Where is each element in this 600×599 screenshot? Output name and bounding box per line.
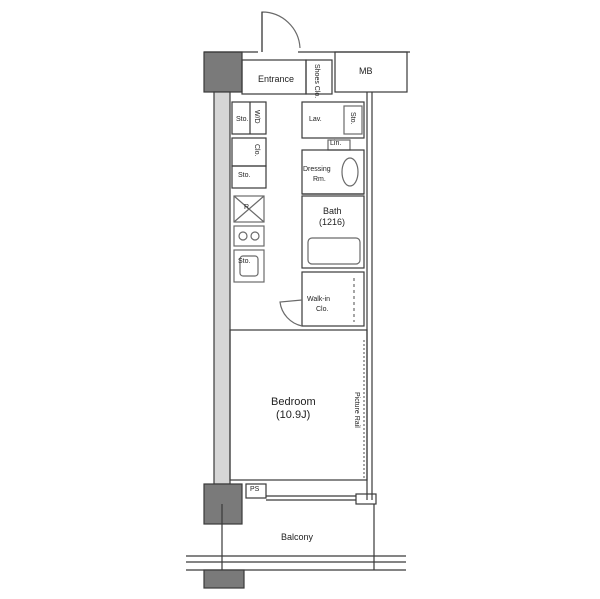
- label-r: R: [244, 204, 250, 211]
- shoes-clo-box: [305, 59, 333, 95]
- label-ps: PS: [250, 486, 260, 493]
- bedroom-zone: [229, 329, 368, 481]
- ps-box: [245, 483, 267, 499]
- label-mb: MB: [359, 66, 373, 76]
- lav-zone: [301, 101, 365, 139]
- burner-2: [250, 231, 260, 241]
- label-lav-sto: Sto.: [349, 112, 357, 125]
- sto-box: [231, 165, 267, 189]
- entry-door-swing: [261, 11, 301, 52]
- fridge-box: [233, 195, 265, 223]
- label-picture-rail: Picture Rail: [353, 392, 361, 428]
- label-dressing-2: Rm.: [313, 176, 326, 183]
- left-wall: [213, 91, 231, 485]
- clo-box: [231, 137, 267, 167]
- sto-wd-box: [231, 101, 267, 135]
- bottom-right-post: [355, 493, 377, 505]
- label-dressing-1: Dressing: [303, 166, 331, 173]
- label-kitchen-sto: Sto.: [238, 258, 251, 265]
- label-balcony: Balcony: [281, 532, 314, 542]
- label-entrance: Entrance: [258, 74, 295, 84]
- toilet-fixture: [341, 157, 359, 187]
- balcony-post: [203, 569, 245, 589]
- label-sto-wd: Sto.: [236, 116, 249, 123]
- stove-box: [233, 225, 265, 247]
- label-sto: Sto.: [238, 172, 251, 179]
- label-lin: Lin.: [330, 140, 342, 147]
- label-shoes-clo: Shoes Clo.: [313, 64, 321, 99]
- lav-sto-box: [343, 105, 363, 135]
- sink-counter: [233, 249, 265, 283]
- label-walkin-1: Walk-in: [307, 296, 331, 303]
- bottom-left-column: [203, 483, 243, 525]
- bath-zone: [301, 195, 365, 269]
- label-bath: Bath: [323, 206, 342, 216]
- label-lav: Lav.: [309, 116, 322, 123]
- bathtub: [307, 237, 361, 265]
- walkin-zone: [301, 271, 365, 327]
- mb-enclosure: [334, 51, 408, 93]
- fridge-cross-2: [233, 195, 265, 223]
- label-wd: W/D: [253, 110, 261, 124]
- burner-1: [238, 231, 248, 241]
- sink-basin: [239, 255, 259, 277]
- walkin-door-swing: [279, 299, 303, 327]
- top-left-column: [203, 51, 243, 93]
- label-bedroom: Bedroom: [271, 396, 316, 408]
- label-clo: Clo.: [253, 144, 261, 157]
- label-walkin-2: Clo.: [316, 306, 329, 313]
- label-bath-size: (1216): [319, 217, 346, 227]
- label-bedroom-size: (10.9J): [276, 409, 311, 421]
